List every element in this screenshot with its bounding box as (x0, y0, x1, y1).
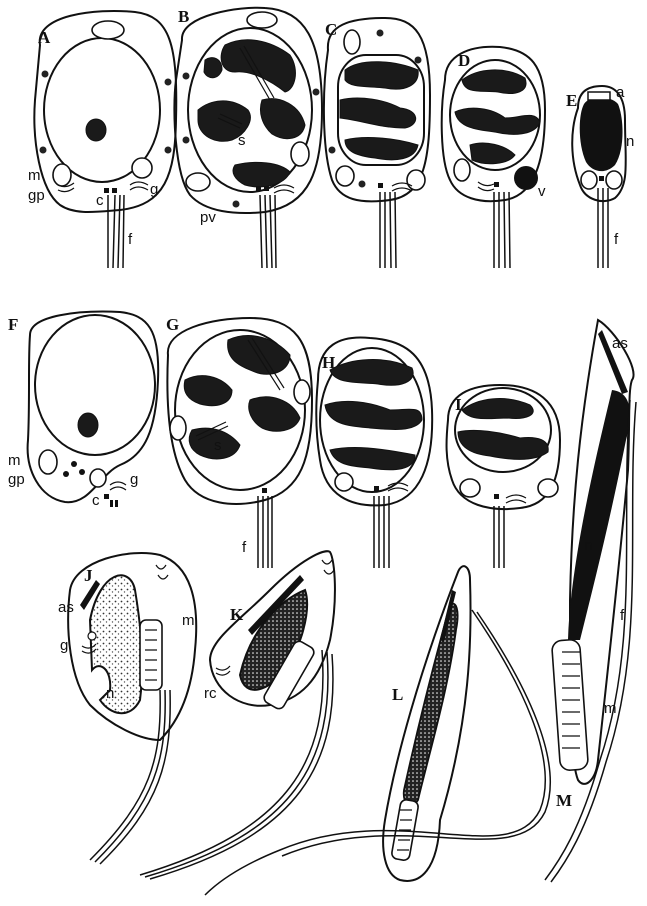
label-a-gp: gp (28, 187, 45, 204)
panel-letter-b: B (178, 7, 189, 26)
panel-k: K rc (140, 551, 335, 879)
panel-letter-f: F (8, 315, 18, 334)
panel-h: H (316, 337, 432, 568)
label-a-g: g (150, 181, 158, 198)
panel-letter-g: G (166, 315, 179, 334)
label-j-m: m (182, 612, 195, 629)
panel-b: B s pv (174, 7, 322, 268)
panel-letter-m: M (556, 791, 572, 810)
panel-letter-d: D (458, 51, 470, 70)
label-j-as: as (58, 599, 74, 616)
label-f-m: m (8, 452, 21, 469)
label-m-as: as (612, 335, 628, 352)
label-g-s: s (214, 437, 222, 454)
panel-g: G s f (166, 315, 312, 568)
panel-m: M as n f m (545, 320, 636, 882)
label-f-c: c (92, 492, 100, 509)
panel-letter-h: H (322, 353, 335, 372)
panel-c: C (324, 18, 430, 268)
panel-e: E a n f (566, 84, 634, 268)
panel-letter-e: E (566, 91, 577, 110)
panel-f: F m gp g c (8, 312, 158, 509)
panel-letter-a: A (38, 28, 51, 47)
panel-d: D v (442, 47, 546, 268)
label-f-gp: gp (8, 471, 25, 488)
panel-a: A m gp c g f (28, 11, 176, 268)
label-a-c: c (96, 192, 104, 209)
panel-letter-l: L (392, 685, 403, 704)
label-g-f: f (242, 539, 247, 556)
label-m-m: m (604, 700, 617, 717)
label-f-g: g (130, 471, 138, 488)
panel-letter-i: I (455, 395, 462, 414)
panel-j: J as g n m (58, 553, 196, 864)
panel-letter-j: J (84, 566, 93, 585)
label-e-f: f (614, 231, 619, 248)
label-b-s: s (238, 132, 246, 149)
label-d-v: v (538, 183, 546, 200)
panel-i: I (447, 385, 560, 568)
label-k-rc: rc (204, 685, 217, 702)
label-j-n: n (106, 685, 114, 702)
label-e-a: a (616, 84, 625, 101)
label-a-f: f (128, 231, 133, 248)
label-j-g: g (60, 637, 68, 654)
panel-l: L (205, 566, 550, 895)
label-a-m: m (28, 167, 41, 184)
panel-letter-k: K (230, 605, 244, 624)
label-b-pv: pv (200, 209, 216, 226)
label-e-n: n (626, 133, 634, 150)
label-m-n: n (584, 537, 592, 554)
panel-letter-c: C (325, 20, 337, 39)
